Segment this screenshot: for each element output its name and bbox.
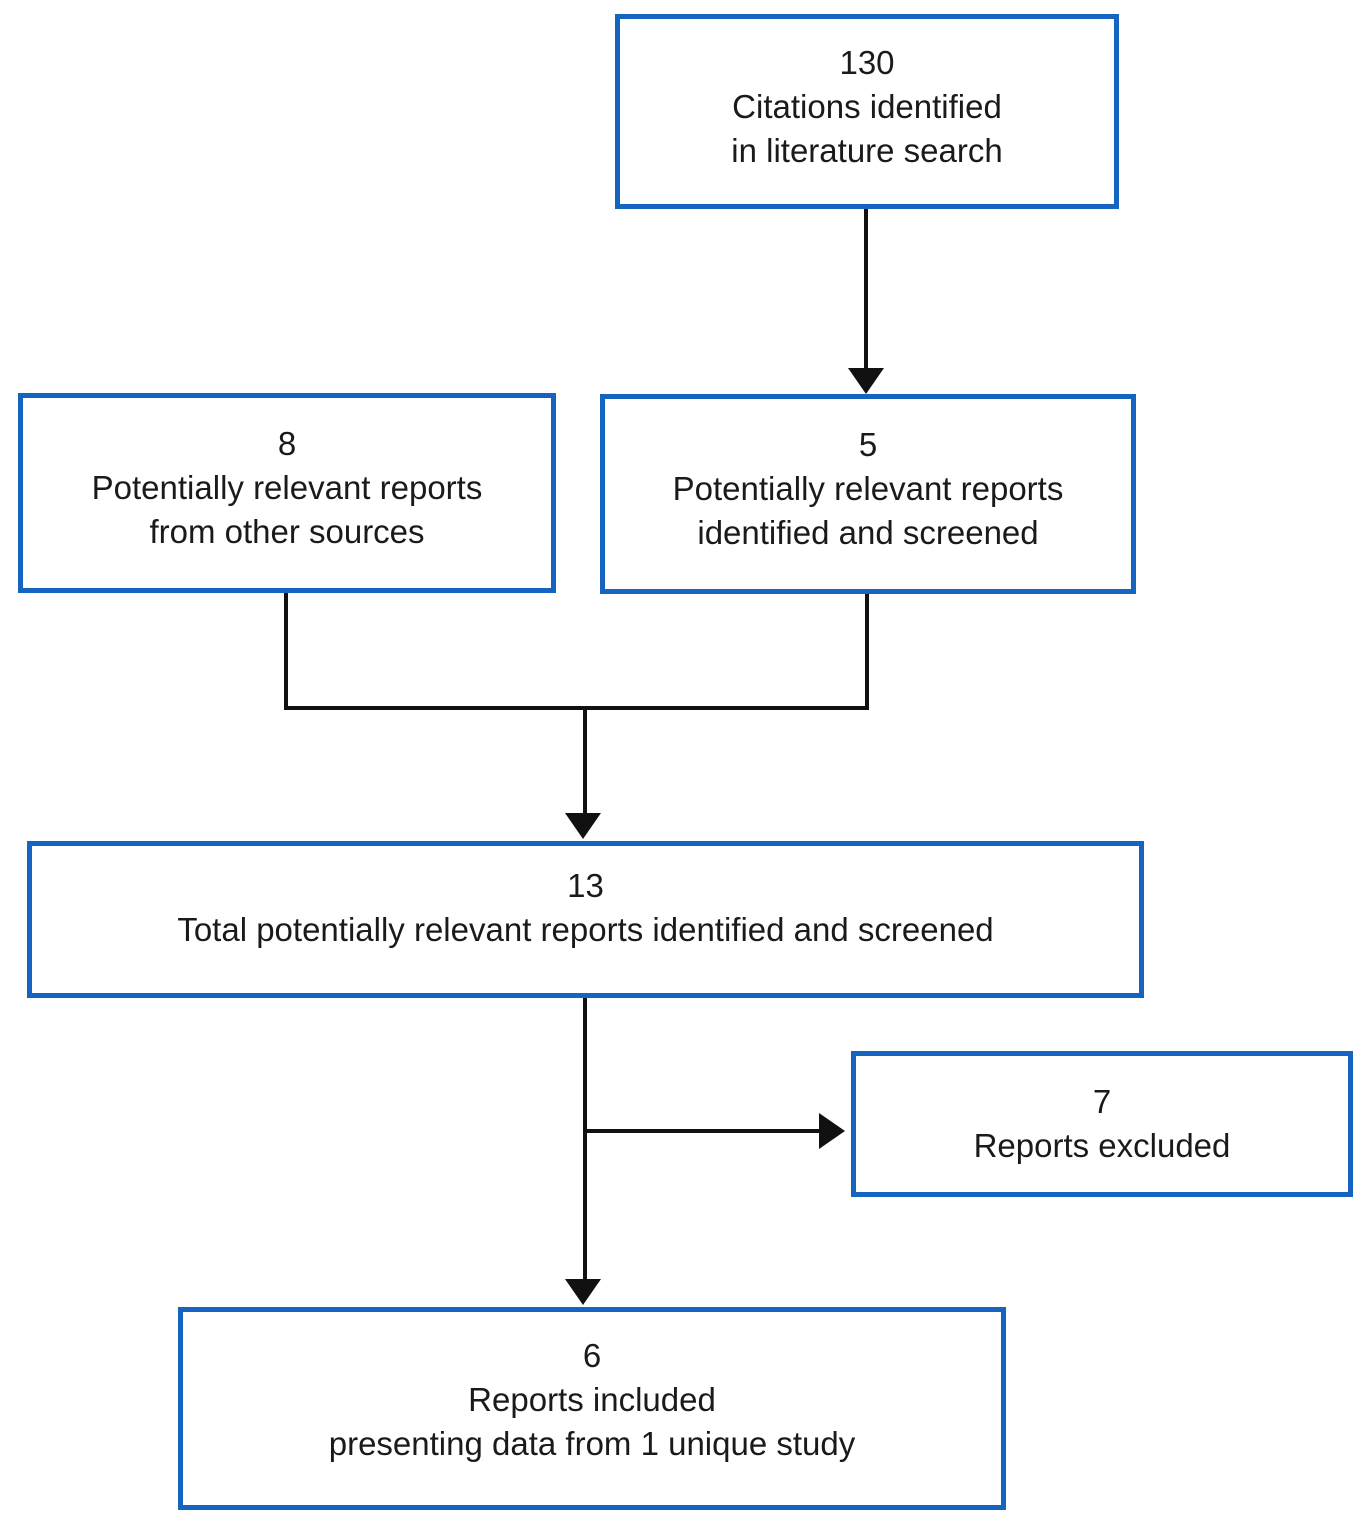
text-line: presenting data from 1 unique study — [328, 1424, 856, 1462]
box-reports-excluded: 7 Reports excluded — [851, 1051, 1353, 1197]
line-merge-horizontal — [284, 706, 869, 710]
line-screened-down — [865, 594, 869, 710]
text-line: in literature search — [731, 131, 1003, 169]
text-line: Potentially relevant reports — [672, 470, 1064, 507]
box-reports-other-sources: 8 Potentially relevant reports from othe… — [18, 393, 556, 593]
count-label: 8 — [277, 425, 297, 462]
count-label: 6 — [582, 1336, 602, 1374]
text-line: Reports excluded — [973, 1127, 1231, 1164]
arrowhead-down-icon — [565, 813, 601, 839]
text-line: Citations identified — [732, 87, 1002, 125]
count-label: 7 — [1092, 1083, 1112, 1120]
text-line: Total potentially relevant reports ident… — [177, 910, 994, 948]
count-label: 130 — [839, 43, 895, 81]
arrow-merge-to-total — [583, 706, 587, 815]
box-reports-screened: 5 Potentially relevant reports identifie… — [600, 394, 1136, 594]
line-other-sources-down — [284, 593, 288, 710]
box-reports-included: 6 Reports included presenting data from … — [178, 1307, 1006, 1510]
count-label: 13 — [567, 866, 604, 904]
arrowhead-down-icon — [848, 368, 884, 394]
text-line: identified and screened — [697, 514, 1039, 551]
text-line: Potentially relevant reports — [91, 469, 483, 506]
arrowhead-right-icon — [819, 1113, 845, 1149]
arrow-citations-to-screened — [864, 209, 868, 371]
box-citations-identified: 130 Citations identified in literature s… — [615, 14, 1119, 209]
arrowhead-down-icon — [565, 1279, 601, 1305]
text-line: from other sources — [149, 513, 425, 550]
box-total-reports-screened: 13 Total potentially relevant reports id… — [27, 841, 1144, 998]
count-label: 5 — [858, 426, 878, 463]
text-line: Reports included — [468, 1380, 716, 1418]
arrow-total-to-included — [583, 998, 587, 1279]
arrow-total-to-excluded — [585, 1129, 821, 1133]
